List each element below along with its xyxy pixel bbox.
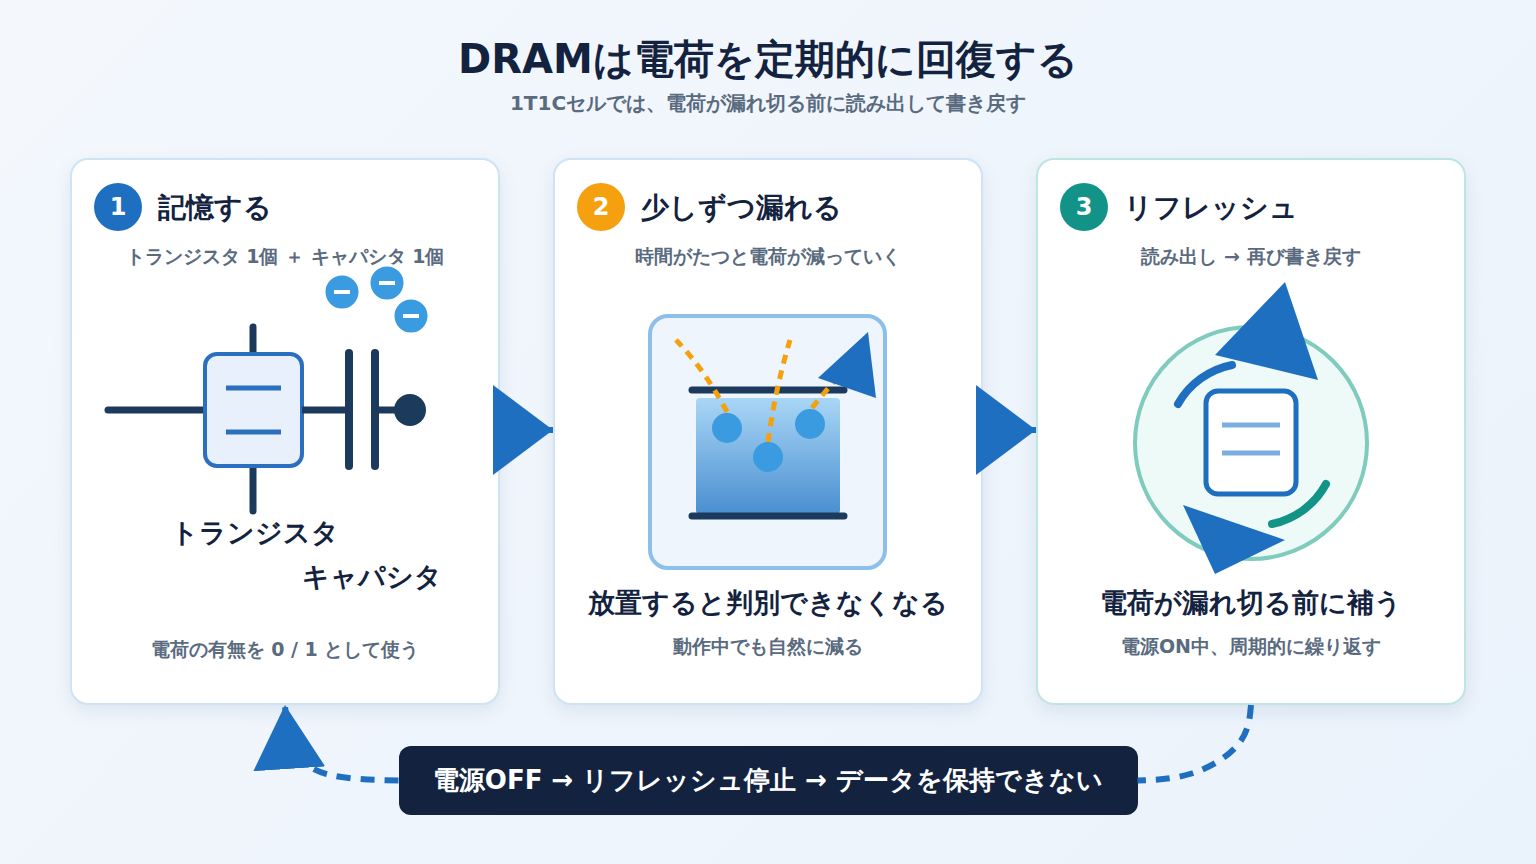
leak-path	[768, 340, 790, 442]
icon-line	[1222, 451, 1280, 456]
minus-sign	[403, 314, 419, 318]
step-heading: 記憶する	[158, 190, 486, 225]
step-heading: 少しずつ漏れる	[641, 190, 969, 225]
gate-wire	[250, 327, 257, 354]
part-name: キャパシタ	[0, 559, 772, 595]
electron	[712, 413, 742, 443]
flow-arrow	[500, 427, 553, 433]
callout-number: 3	[1076, 193, 1093, 221]
leaking-capacitor	[650, 316, 885, 568]
flow-arrow	[983, 427, 1036, 433]
charge-level	[696, 398, 840, 514]
step-subheading: 時間がたつと電荷が減っていく	[567, 245, 969, 269]
loop-connector	[1138, 705, 1252, 781]
status-band: 電源OFF → リフレッシュ停止 → データを保持できない	[399, 746, 1138, 815]
part-name: トランジスタ	[0, 515, 655, 551]
transistor-symbol	[205, 354, 302, 466]
callout-number: 2	[593, 193, 610, 221]
electron	[795, 409, 825, 439]
bit-line-wire	[108, 407, 205, 414]
icon-line	[1222, 423, 1280, 428]
step-number-badge: 1	[94, 183, 142, 231]
capacitor-frame	[650, 316, 885, 568]
gate-wire	[250, 466, 257, 511]
step-heading: リフレッシュ	[1124, 190, 1452, 225]
status-text: 電源OFF → リフレッシュ停止 → データを保持できない	[433, 763, 1103, 798]
transistor-bar	[226, 386, 281, 391]
minus-sign	[334, 290, 350, 294]
refresh-cycle	[1135, 282, 1367, 574]
subtitle: 1T1Cセルでは、電荷が漏れ切る前に読み出して書き戻す	[368, 90, 1168, 117]
step-subheading: 読み出し → 再び書き戻す	[1050, 245, 1452, 269]
minus-sign	[379, 281, 395, 285]
capacitor-plate	[692, 513, 844, 520]
electron	[393, 298, 429, 334]
leak-arrowhead	[818, 332, 876, 398]
electron	[369, 265, 405, 301]
step-number-badge: 2	[577, 183, 625, 231]
cycle-arrowhead	[1215, 282, 1318, 380]
transistor-bar	[226, 430, 281, 435]
electron	[753, 442, 783, 472]
title: DRAMは電荷を定期的に回復する	[0, 32, 1536, 87]
memory-cell-icon	[1206, 391, 1296, 494]
step-conclusion: 電荷が漏れ切る前に補う	[1050, 586, 1452, 620]
wire	[302, 407, 349, 414]
charge-electrons	[324, 265, 429, 334]
callout-number: 1	[110, 193, 127, 221]
step-number-badge: 3	[1060, 183, 1108, 231]
leak-path	[676, 340, 727, 412]
loop-connector	[285, 705, 399, 781]
step-subheading: トランジスタ 1個 ＋ キャパシタ 1個	[84, 245, 486, 269]
terminal-dot	[394, 394, 426, 426]
step-note: 電源ON中、周期的に繰り返す	[1050, 635, 1452, 659]
capacitor-plate	[345, 353, 353, 466]
step-note: 動作中でも自然に減る	[567, 635, 969, 659]
cycle-arrowhead	[1183, 505, 1285, 574]
dram-cell-symbol	[108, 265, 429, 511]
electron	[324, 274, 360, 310]
step-conclusion: 放置すると判別できなくなる	[567, 586, 969, 620]
step-note: 電荷の有無を 0 / 1 として使う	[84, 638, 486, 662]
